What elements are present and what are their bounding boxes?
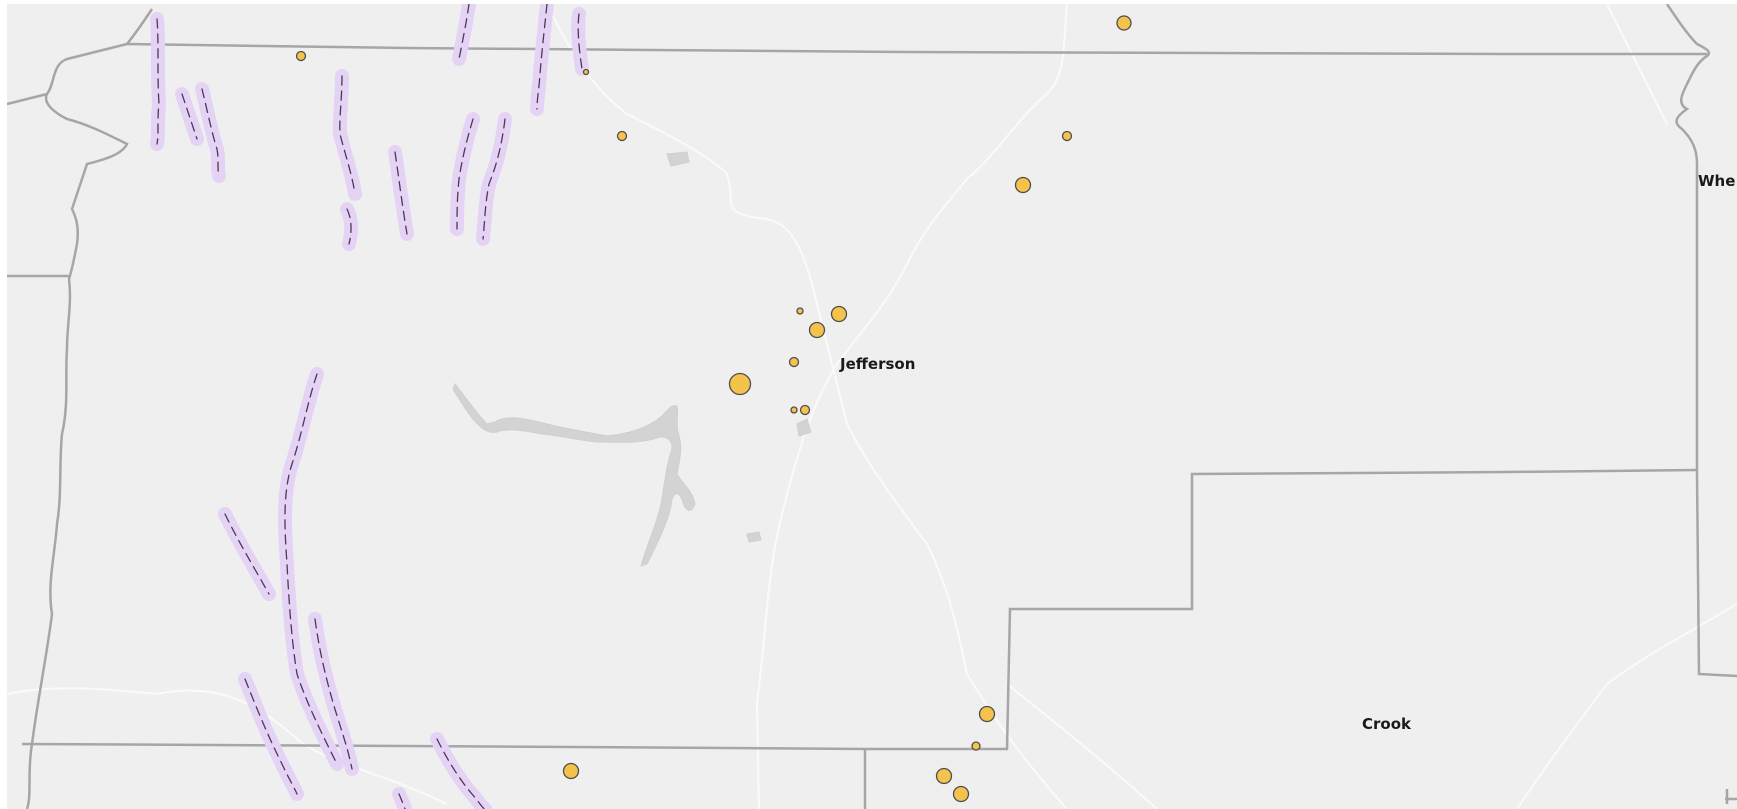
fault-f14	[308, 612, 359, 776]
fault-f5	[340, 202, 359, 251]
fault-f8	[450, 112, 480, 236]
county-boundary-north	[126, 42, 1707, 56]
earthquake-marker[interactable]	[1014, 176, 1032, 194]
fault-f12	[277, 367, 344, 771]
pond-north	[666, 151, 690, 167]
earthquake-marker[interactable]	[830, 305, 848, 323]
earthquake-marker[interactable]	[728, 372, 752, 396]
map-canvas[interactable]: Jefferson Crook Whe	[7, 4, 1737, 809]
pond-south	[746, 531, 762, 543]
county-label-jefferson: Jefferson	[839, 355, 915, 373]
earthquake-marker[interactable]	[799, 404, 811, 416]
county-boundary-south	[21, 468, 1698, 751]
fault-lines-layer	[150, 4, 589, 809]
fault-f1	[150, 12, 166, 151]
road-northeast	[1606, 4, 1668, 125]
earthquake-marker[interactable]	[796, 307, 804, 315]
earthquake-marker[interactable]	[808, 321, 826, 339]
road-northwest	[546, 4, 1068, 809]
fault-f9	[476, 112, 512, 246]
earthquake-marker[interactable]	[978, 705, 996, 723]
water-layer	[452, 151, 812, 567]
fault-f4	[332, 69, 362, 201]
county-boundaries-layer	[7, 4, 1737, 809]
fault-f7	[452, 4, 476, 66]
earthquake-marker[interactable]	[1116, 15, 1132, 31]
fault-f13	[218, 507, 276, 601]
earthquake-marker[interactable]	[1061, 130, 1073, 142]
map-background	[7, 4, 1737, 809]
earthquake-marker[interactable]	[582, 68, 590, 76]
lake-billy-chinook	[452, 383, 696, 567]
county-boundary-east-tick	[1725, 789, 1737, 804]
earthquake-marker[interactable]	[616, 130, 628, 142]
road-east	[1516, 603, 1737, 809]
county-label-wheeler: Whe	[1698, 172, 1735, 190]
earthquake-marker[interactable]	[935, 767, 953, 785]
roads-layer	[7, 4, 1737, 809]
county-label-crook: Crook	[1362, 715, 1412, 733]
earthquake-marker[interactable]	[790, 406, 798, 414]
county-boundary-east	[1665, 4, 1737, 678]
fault-f6	[388, 145, 414, 241]
county-boundary-west-upper	[7, 92, 48, 106]
earthquake-marker[interactable]	[971, 741, 981, 751]
earthquakes-layer[interactable]	[295, 15, 1132, 803]
fault-f3	[195, 82, 226, 183]
fault-f17	[392, 787, 412, 809]
road-south-east	[1006, 683, 1158, 809]
earthquake-marker[interactable]	[562, 762, 580, 780]
labels-layer: Jefferson Crook Whe	[839, 172, 1735, 733]
earthquake-marker[interactable]	[788, 356, 800, 368]
county-boundary-west-jefferson	[25, 8, 154, 809]
fault-f10	[530, 4, 554, 116]
fault-f11	[571, 7, 589, 76]
pond-central	[796, 418, 812, 437]
road-hwy97	[755, 4, 1068, 809]
earthquake-marker[interactable]	[952, 785, 970, 803]
fault-f2	[175, 87, 204, 146]
road-southwest	[7, 687, 448, 805]
fault-f15	[238, 672, 304, 801]
earthquake-marker[interactable]	[295, 50, 307, 62]
fault-f16	[430, 732, 492, 809]
